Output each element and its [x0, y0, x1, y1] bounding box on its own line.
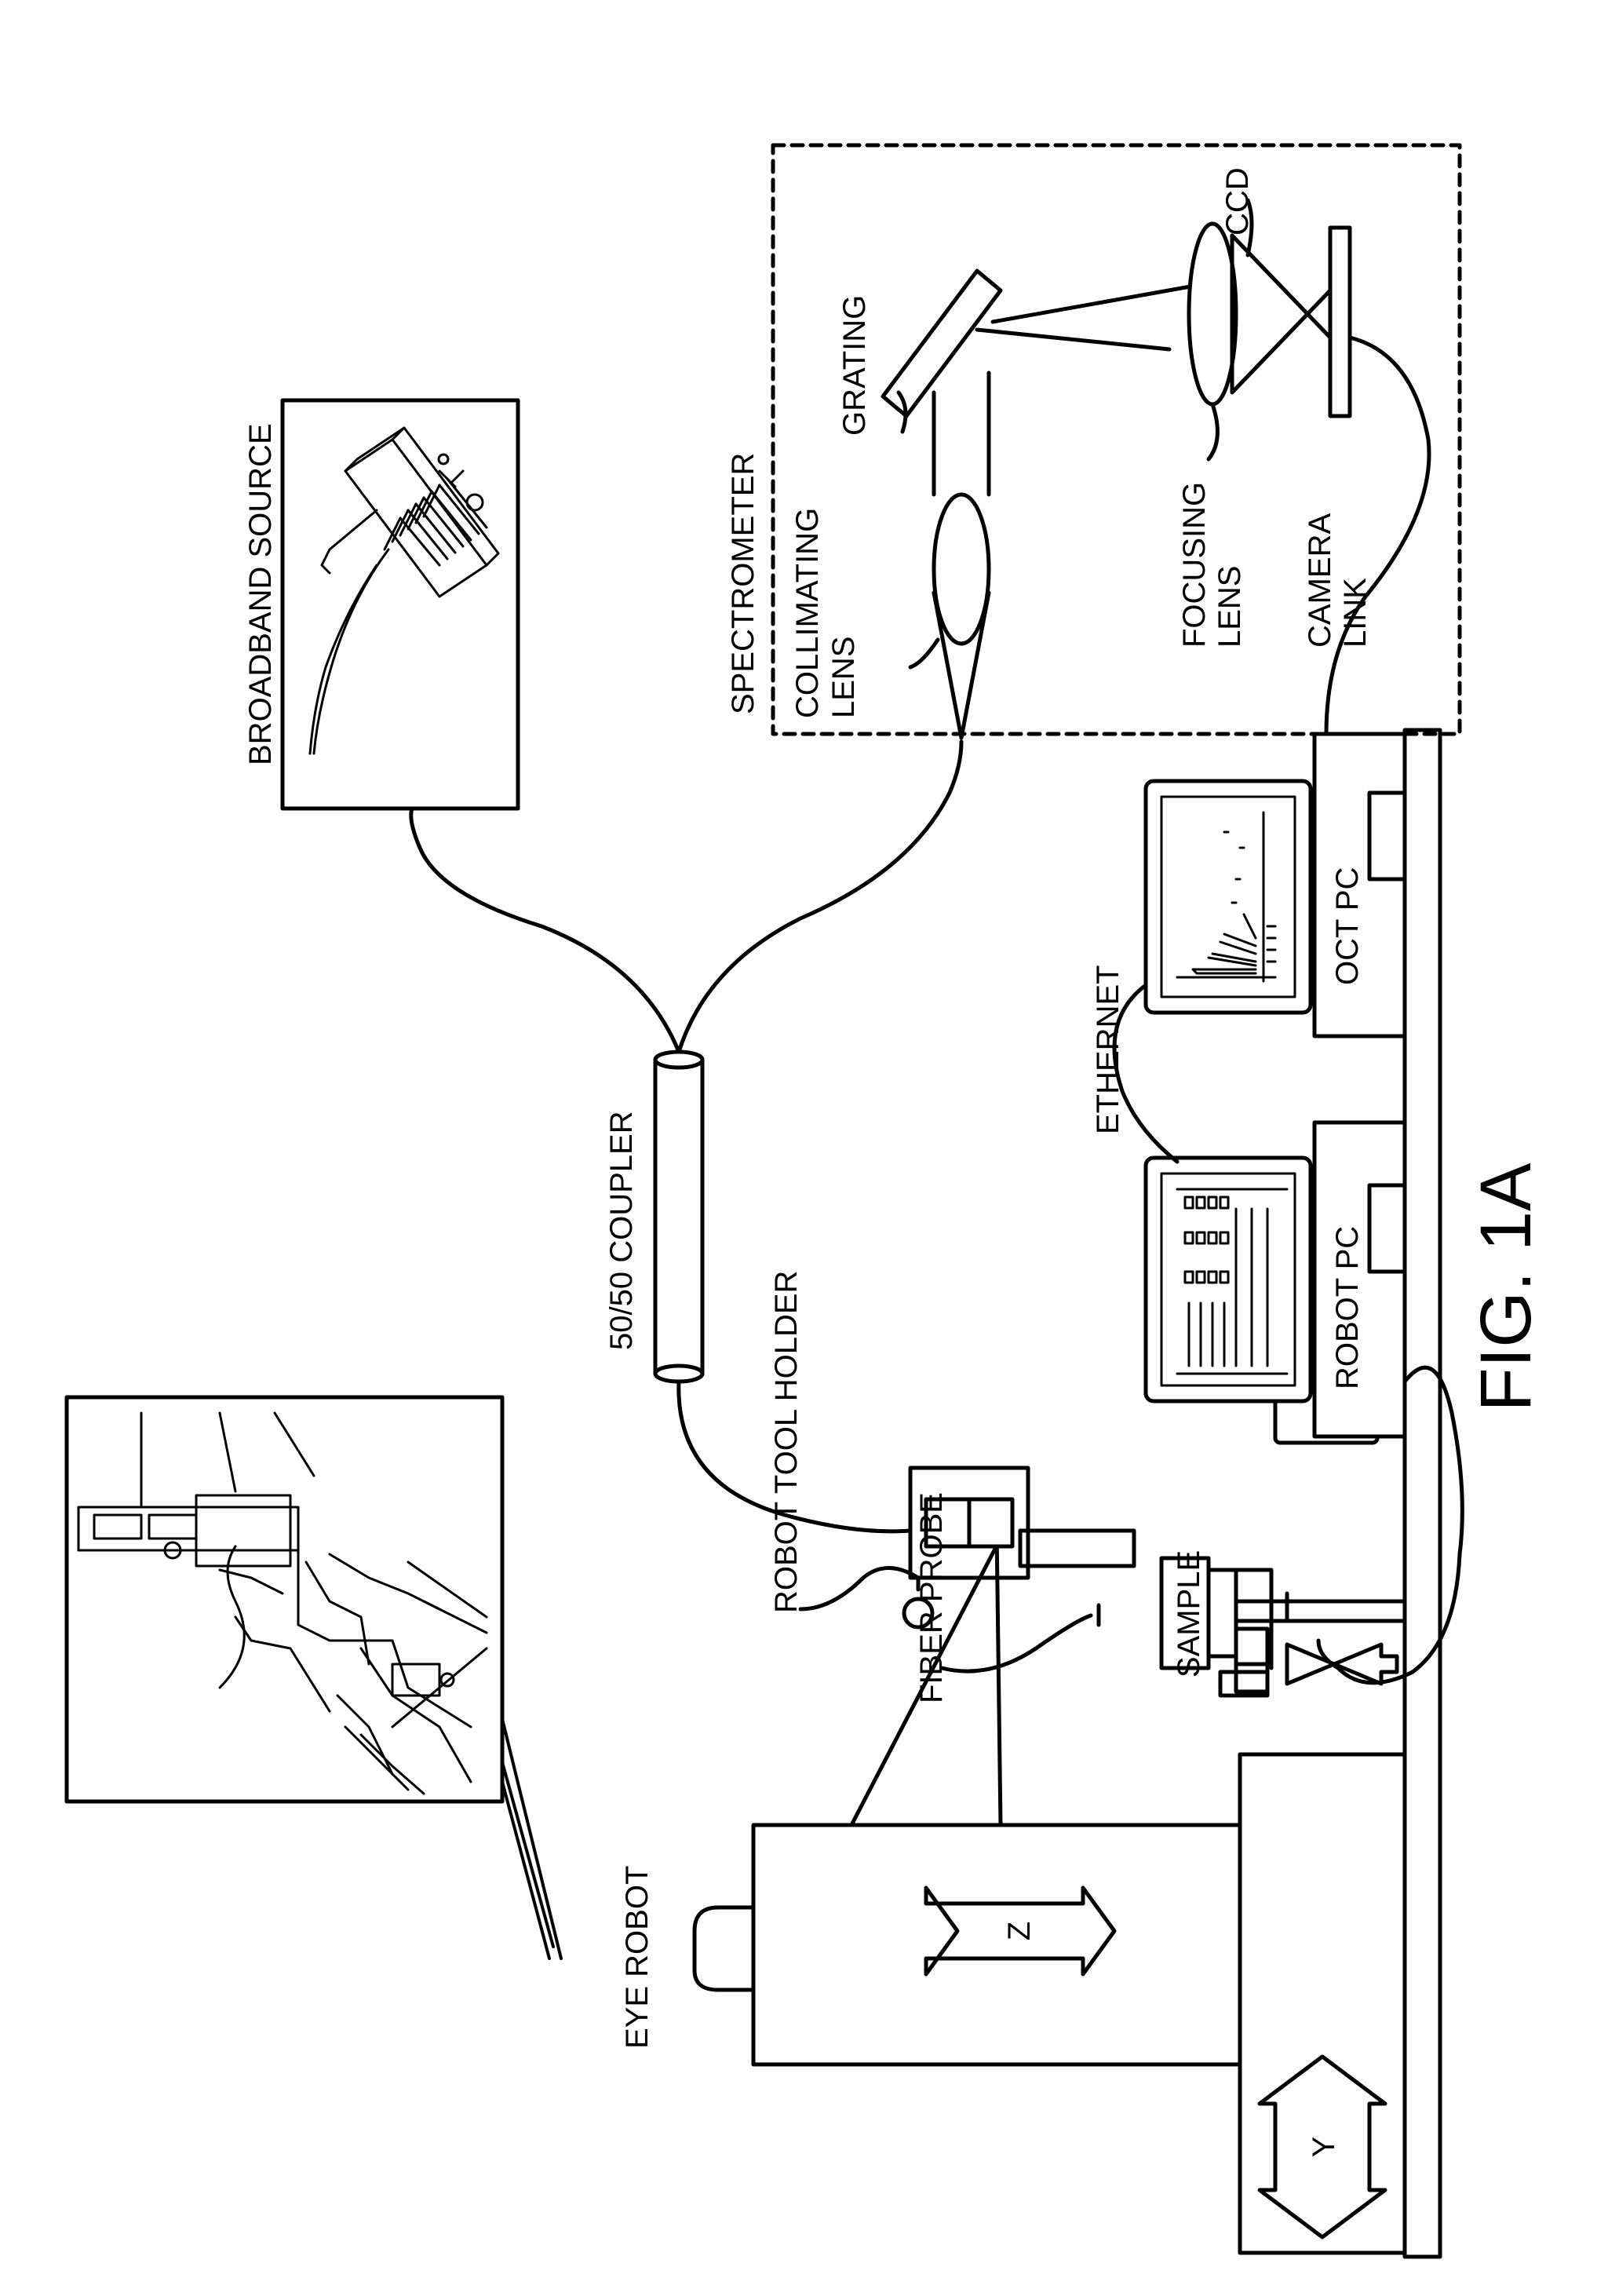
- camera-link-label-2: LINK: [1338, 578, 1373, 648]
- fiber-coupler-to-source: [411, 809, 679, 1052]
- spectrometer-label: SPECTROMETER: [726, 453, 760, 714]
- oct-pc-drive: [1369, 793, 1405, 879]
- focused-beam: [1232, 235, 1330, 392]
- robot-z-column: [753, 1825, 1240, 2064]
- tool-holder-assembly: [800, 1468, 1099, 1671]
- collimating-lens-label-1: COLLIMATING: [790, 508, 825, 718]
- axis-z-label: Z: [1002, 1922, 1037, 1940]
- coupler-top: [655, 1052, 702, 1068]
- diffracted-beam: [977, 283, 1212, 349]
- collimating-lens-leader: [910, 640, 938, 667]
- axis-y-label: Y: [1307, 2137, 1341, 2158]
- sample-holder: [1209, 1570, 1236, 1656]
- robot-pc-drive: [1369, 1185, 1405, 1272]
- fiber-probe-leader: [942, 1615, 1091, 1671]
- focusing-lens-label-2: LENS: [1212, 566, 1247, 648]
- robot-y-stage: [1240, 1754, 1405, 2253]
- oct-pc-label: OCT PC: [1330, 867, 1365, 985]
- focusing-lens: [1189, 224, 1236, 404]
- coupler-label: 50/50 COUPLER: [604, 1111, 639, 1350]
- grating-label: GRATING: [837, 295, 872, 436]
- focusing-lens-leader: [1209, 404, 1217, 459]
- robot-tool-holder-leader: [800, 1568, 918, 1610]
- robot-pc: [1146, 1122, 1405, 1436]
- spectrometer: [773, 145, 1460, 738]
- robot-head: [695, 1907, 753, 1990]
- inset-callout-lines: [502, 1719, 561, 1958]
- robot-arm-block: [1020, 1531, 1134, 1566]
- sample-label: SAMPLE: [1172, 1550, 1206, 1677]
- figure-caption: FIG. 1A: [1466, 1163, 1546, 1412]
- fiber-coupler-to-spectrometer: [679, 742, 961, 1052]
- collimating-lens-label-2: LENS: [826, 637, 861, 719]
- collimating-lens: [934, 495, 989, 644]
- camera-link-label-1: CAMERA: [1303, 513, 1337, 648]
- collimated-beam: [934, 373, 989, 495]
- broadband-source: [283, 400, 518, 809]
- fiber-coupler: [655, 1052, 702, 1382]
- base-table: [1405, 730, 1440, 2257]
- focusing-lens-label-1: FOCUSING: [1177, 482, 1212, 648]
- fiber-probe-label: FIBER PROBE: [914, 1492, 949, 1703]
- eye-robot-label: EYE ROBOT: [620, 1866, 655, 2049]
- robot-tool-holder-label: ROBOT TOOL HOLDER: [769, 1271, 804, 1613]
- broadband-source-label: BROADBAND SOURCE: [243, 423, 278, 765]
- ccd-sensor: [1330, 228, 1350, 416]
- ethernet-label: ETHERNET: [1091, 965, 1125, 1134]
- coupler-bottom: [655, 1366, 702, 1382]
- oct-monitor-screen: [1161, 797, 1295, 997]
- robot-photo-frame: [67, 1397, 502, 1801]
- sample-stage-arrow: [1287, 1644, 1397, 1684]
- coupler-tube: [655, 1060, 702, 1374]
- ccd-label: CCD: [1220, 167, 1255, 235]
- robot-pc-label: ROBOT PC: [1330, 1226, 1365, 1389]
- oct-pc: [1146, 734, 1405, 1036]
- robot-photo-inset: [67, 1397, 561, 1958]
